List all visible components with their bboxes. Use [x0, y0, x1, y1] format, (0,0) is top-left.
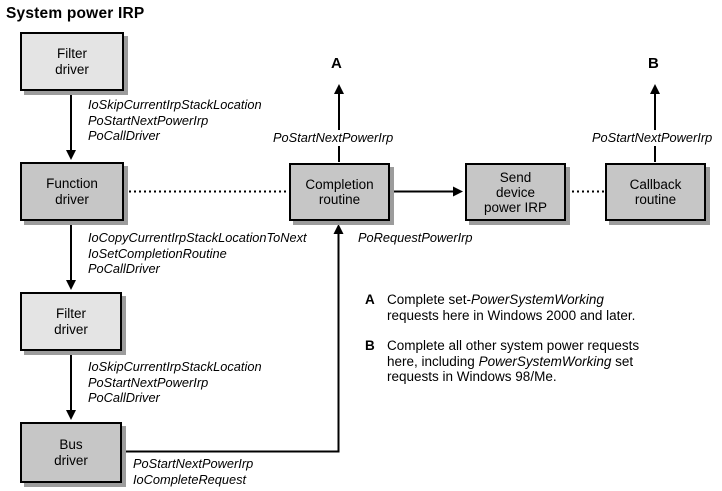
completion-routine-box: Completion routine [289, 163, 390, 221]
filter-driver-top-box: Filter driver [20, 32, 124, 91]
note-b-letter: B [365, 338, 375, 353]
send-device-power-irp-box: Send device power IRP [465, 163, 566, 221]
note-b: B Complete all other system power reques… [365, 338, 639, 385]
callback-up-call-label: PoStartNextPowerIrp [590, 130, 715, 146]
note-b-line2-post: set [611, 353, 634, 369]
filter-driver-top-label: Filter driver [55, 46, 89, 77]
send-device-power-irp-label: Send device power IRP [483, 169, 548, 215]
callback-routine-label: Callback routine [629, 176, 682, 208]
completion-up-call-label: PoStartNextPowerIrp [271, 130, 396, 146]
note-a-line2: requests here in Windows 2000 and later. [387, 307, 636, 323]
diagram-title: System power IRP [6, 5, 145, 22]
function-driver-label: Function driver [46, 176, 98, 207]
filter-driver-lower-label: Filter driver [54, 306, 88, 337]
arrow-bus-to-completion [122, 224, 344, 453]
note-b-line2-pre: here, including [387, 353, 479, 369]
endpoint-b-letter: B [648, 55, 659, 72]
bus-driver-label: Bus driver [54, 437, 88, 468]
filter-lower-calls-label: IoSkipCurrentIrpStackLocation PoStartNex… [86, 359, 264, 406]
note-a-letter: A [365, 292, 375, 307]
note-a-line1-italic: PowerSystemWorking [471, 292, 604, 307]
filter-top-calls-label: IoSkipCurrentIrpStackLocation PoStartNex… [86, 97, 264, 144]
request-power-call-label: PoRequestPowerIrp [356, 230, 475, 246]
note-b-text: Complete all other system power requests… [387, 338, 639, 385]
note-b-line3: requests in Windows 98/Me. [387, 369, 557, 384]
bus-calls-label: PoStartNextPowerIrp IoCompleteRequest [131, 456, 256, 487]
callback-routine-box: Callback routine [605, 163, 706, 221]
bus-driver-box: Bus driver [20, 422, 122, 483]
note-a-line1-pre: Complete set- [387, 292, 472, 307]
note-b-line1: Complete all other system power requests [387, 338, 640, 353]
completion-routine-label: Completion routine [305, 176, 374, 208]
endpoint-a-letter: A [331, 55, 342, 72]
function-calls-label: IoCopyCurrentIrpStackLocationToNext IoSe… [86, 230, 309, 277]
note-b-line2-italic: PowerSystemWorking [478, 353, 612, 369]
function-driver-box: Function driver [20, 162, 124, 221]
filter-driver-lower-box: Filter driver [20, 292, 122, 351]
